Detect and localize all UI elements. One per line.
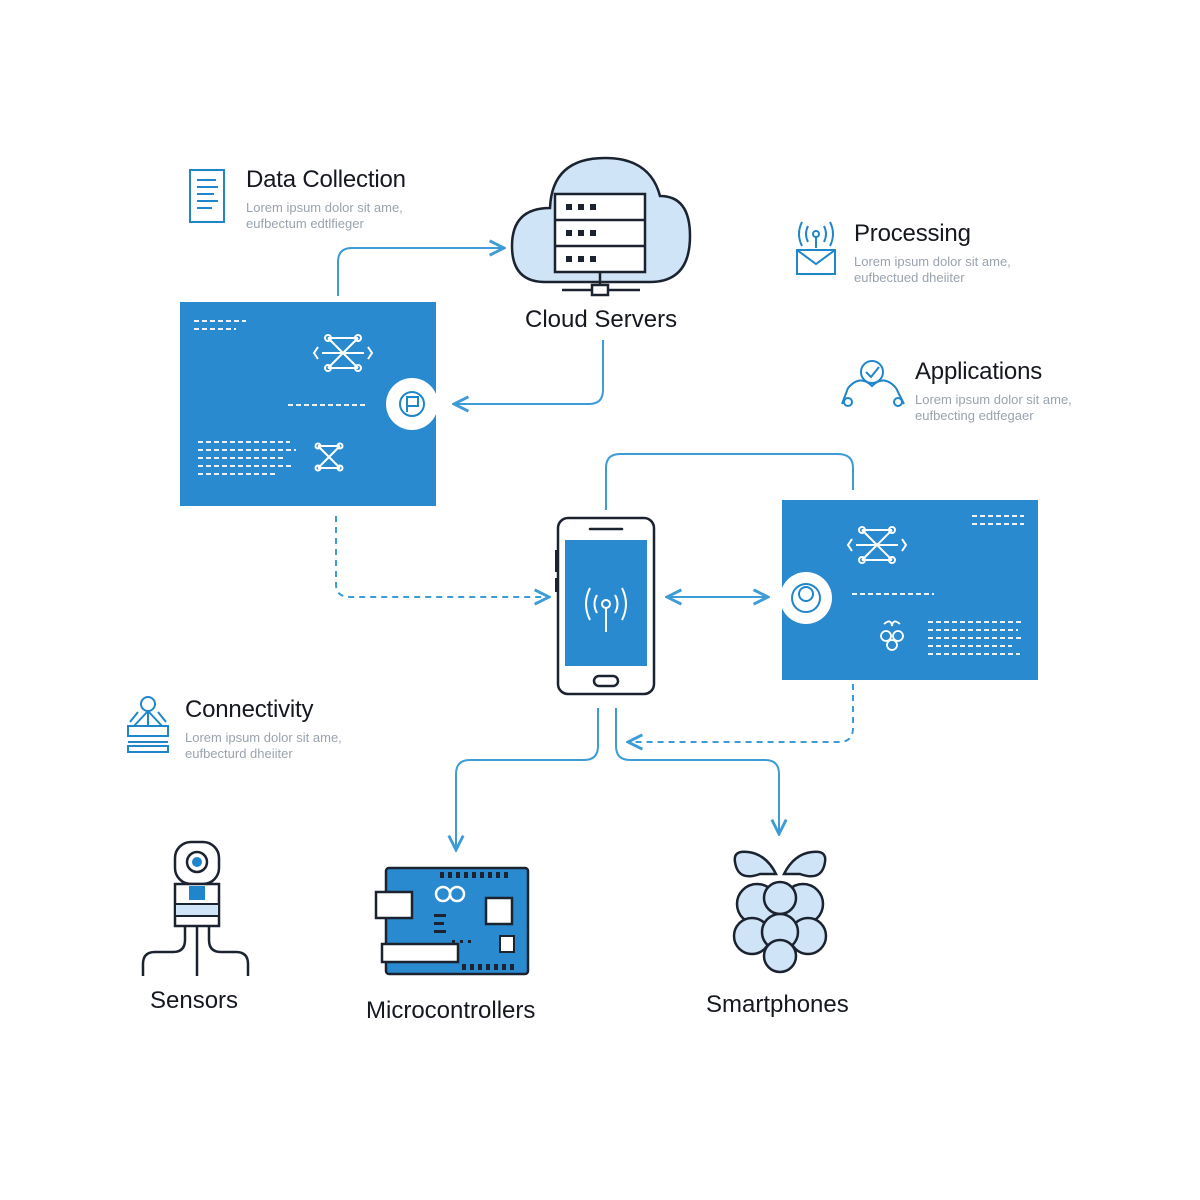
legend-connectivity: Connectivity Lorem ipsum dolor sit ame, … (185, 696, 342, 762)
user-circle-icon (780, 572, 832, 624)
legend-data-collection: Data Collection Lorem ipsum dolor sit am… (246, 166, 406, 232)
people-check-icon (841, 360, 905, 407)
legend-connectivity-title: Connectivity (185, 696, 314, 723)
document-icon (189, 169, 225, 223)
legend-applications-desc-1: Lorem ipsum dolor sit ame, (915, 392, 1072, 407)
legend-applications: Applications Lorem ipsum dolor sit ame, … (915, 358, 1072, 424)
sensor-icon (141, 840, 250, 976)
legend-data-collection-title: Data Collection (246, 166, 406, 193)
left-panel (180, 302, 438, 506)
smartphones-label: Smartphones (706, 991, 849, 1018)
cloud-servers-label: Cloud Servers (525, 306, 678, 333)
legend-processing: Processing Lorem ipsum dolor sit ame, eu… (854, 220, 1011, 286)
flag-circle-icon (386, 378, 438, 430)
connector-phone-to-microcontrollers (456, 708, 599, 850)
network-hub-icon (127, 696, 169, 753)
connector-cloud-to-left-panel (454, 340, 604, 404)
legend-connectivity-desc-1: Lorem ipsum dolor sit ame, (185, 730, 342, 745)
connector-left-panel-to-phone (335, 516, 549, 597)
network-node-icon (312, 334, 374, 372)
connector-phone-to-smartphones (615, 708, 779, 834)
cloud-server-icon (510, 156, 692, 297)
raspberry-icon (732, 850, 828, 974)
legend-processing-desc-2: eufbectued dheiiter (854, 270, 965, 285)
microcontrollers-label: Microcontrollers (366, 997, 536, 1024)
raspberry-small-icon (880, 620, 904, 651)
legend-processing-desc-1: Lorem ipsum dolor sit ame, (854, 254, 1011, 269)
microcontroller-board-icon (374, 866, 530, 976)
network-node-small-icon (314, 442, 344, 472)
connector-right-panel-to-phone-bottom (628, 684, 854, 742)
network-node-icon (846, 526, 908, 564)
right-panel (780, 500, 1038, 680)
sensors-label: Sensors (150, 987, 239, 1014)
legend-processing-title: Processing (854, 220, 971, 247)
legend-applications-title: Applications (915, 358, 1043, 385)
smartphone-signal-icon (555, 516, 656, 696)
connectors (335, 248, 854, 850)
legend-applications-desc-2: eufbecting edtfegaer (915, 408, 1034, 423)
legend-connectivity-desc-2: eufbecturd dheiiter (185, 746, 293, 761)
connector-phone-to-right-panel-top (605, 453, 854, 510)
legend-data-collection-desc-2: eufbectum edtlfieger (246, 216, 364, 231)
antenna-envelope-icon (796, 221, 836, 275)
legend-data-collection-desc-1: Lorem ipsum dolor sit ame, (246, 200, 403, 215)
connector-left-panel-to-cloud (337, 248, 504, 296)
